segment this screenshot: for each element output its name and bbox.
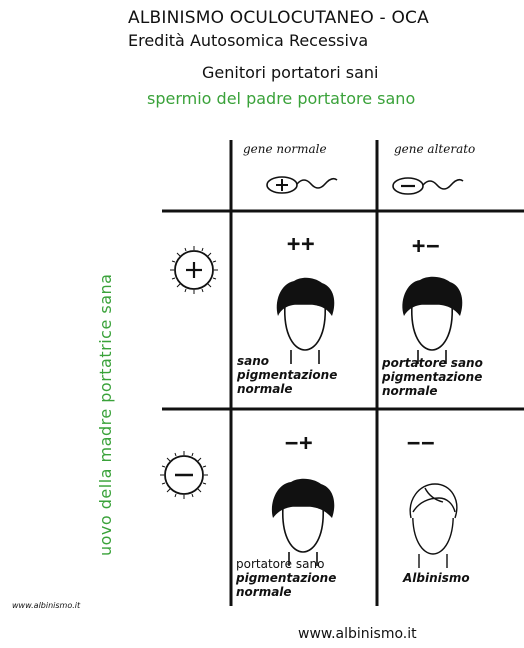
column-header-normal-gene: gene normale — [243, 142, 327, 156]
cell-label-minus-minus: Albinismo — [403, 571, 470, 585]
genotype-minus-minus: −− — [407, 431, 436, 456]
genotype-minus-plus: −+ — [285, 431, 314, 456]
head-dark-hair-icon — [271, 478, 335, 566]
cell-label-line: pigmentazione — [382, 370, 483, 384]
cell-label-line: normale — [237, 382, 293, 396]
sperm-minus-icon — [392, 177, 464, 195]
cell-label-line: normale — [382, 384, 438, 398]
genotype-plus-plus: ++ — [287, 232, 316, 257]
egg-plus-icon — [170, 246, 218, 294]
cell-label-plus-minus: portatore sano pigmentazione normale — [382, 356, 483, 398]
head-dark-hair-icon — [276, 277, 335, 364]
cell-label-minus-plus: portatore sano pigmentazione normale — [236, 557, 336, 599]
watermark-small: www.albinismo.it — [12, 601, 81, 610]
watermark-large: www.albinismo.it — [298, 626, 417, 642]
sperm-plus-icon — [266, 176, 338, 194]
punnett-grid — [162, 140, 524, 606]
cell-label-plus-plus: sano pigmentazione normale — [237, 354, 337, 396]
cell-label-line: pigmentazione — [236, 571, 337, 585]
head-albino-icon — [409, 483, 458, 568]
cell-label-line: portatore sano — [236, 557, 325, 571]
diagram-subtitle: Eredità Autosomica Recessiva — [128, 31, 369, 50]
head-dark-hair-icon — [402, 276, 463, 364]
genotype-plus-minus: +− — [412, 234, 441, 259]
egg-minus-icon — [160, 451, 208, 499]
cell-label-line: normale — [236, 585, 292, 599]
sperm-caption: spermio del padre portatore sano — [147, 89, 416, 108]
cell-label-line: pigmentazione — [237, 368, 338, 382]
diagram-title: ALBINISMO OCULOCUTANEO - OCA — [128, 8, 429, 28]
column-header-altered-gene: gene alterato — [394, 142, 476, 156]
cell-label-line: sano — [237, 354, 270, 368]
parents-caption: Genitori portatori sani — [202, 63, 379, 82]
cell-label-line: portatore sano — [382, 356, 483, 370]
